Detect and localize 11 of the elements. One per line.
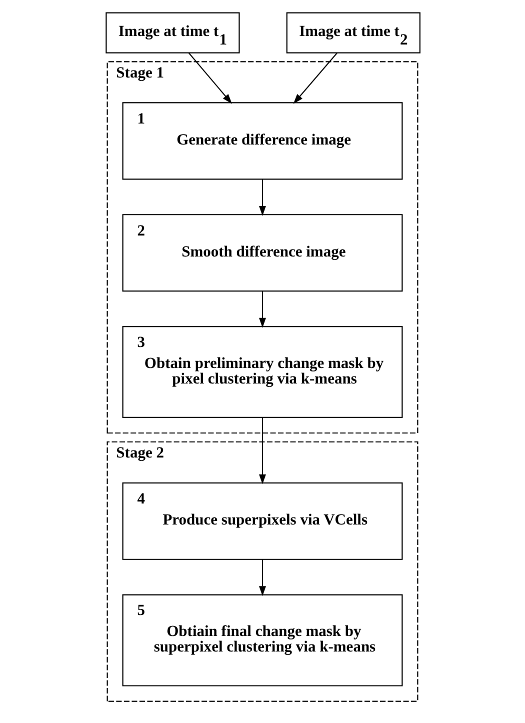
node-box: 2 Smooth difference image bbox=[122, 214, 403, 292]
node-box: 5 Obtiain final change mask by superpixel clustering via k-means bbox=[122, 594, 403, 686]
arrow bbox=[259, 291, 266, 328]
node-box: 4 Produce superpixels via VCells bbox=[122, 482, 403, 560]
node-box: 1 Generate difference image bbox=[122, 102, 403, 180]
arrow bbox=[259, 418, 266, 484]
arrow bbox=[188, 52, 232, 104]
arrow bbox=[259, 560, 266, 596]
arrow bbox=[293, 52, 338, 104]
node-box: 3 Obtain preliminary change mask by pixel clustering via k-means bbox=[122, 326, 403, 418]
arrow bbox=[259, 179, 266, 216]
